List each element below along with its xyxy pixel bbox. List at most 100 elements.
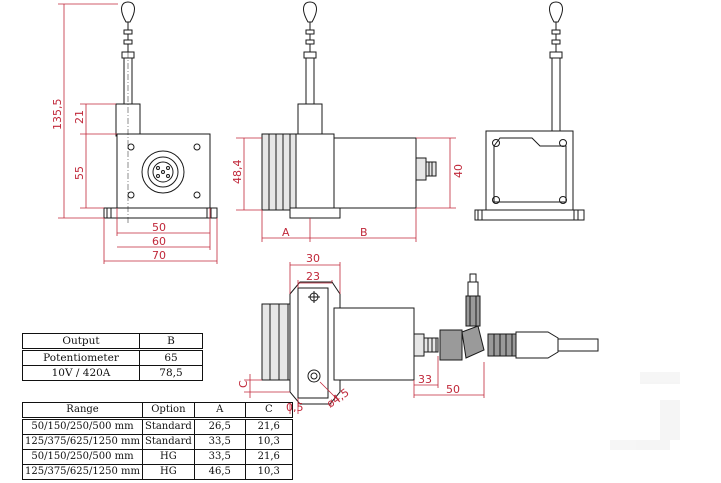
range-cell: 26,5 (193, 418, 246, 435)
bottom-body (333, 307, 415, 381)
dim-135-5: 135,5 (51, 99, 64, 131)
angled-connector-top (465, 295, 481, 327)
dim-50: 50 (152, 221, 166, 234)
range-cell: Standard (141, 434, 195, 450)
bottom-connector-nut (413, 333, 425, 357)
range-table-header: Range Option A C (22, 402, 293, 420)
back-screw (492, 196, 500, 204)
dim-23: 23 (306, 270, 320, 283)
table-row: 50/150/250/500 mm HG 33,5 21,6 (22, 449, 293, 465)
range-cell: 125/375/625/1250 mm (22, 464, 143, 480)
range-header-cell: Range (22, 402, 143, 420)
back-pull-ring (549, 1, 563, 23)
angled-connector-head (461, 325, 485, 359)
front-connector-mid (147, 156, 179, 188)
side-connector-nut (415, 157, 427, 181)
range-cell: 10,3 (244, 464, 293, 480)
output-table-header: Output B (22, 333, 203, 351)
dim-line-hole (319, 381, 341, 403)
front-view (103, 1, 218, 225)
front-connector-outer (141, 150, 185, 194)
range-header-cell: C (244, 402, 293, 420)
bottom-hole-inner (310, 372, 318, 380)
back-rod (551, 57, 561, 137)
front-base-slot (206, 207, 212, 219)
table-row: 125/375/625/1250 mm HG 46,5 10,3 (22, 464, 293, 480)
output-cell: 78,5 (139, 365, 203, 381)
bottom-mid-housing (297, 287, 329, 399)
dim-30: 30 (306, 252, 320, 265)
range-cell: 33,5 (193, 449, 246, 465)
output-table: Output B Potentiometer 65 10V / 420A 78,… (22, 333, 203, 381)
range-table: Range Option A C 50/150/250/500 mm Stand… (22, 402, 293, 480)
side-mid-housing (295, 133, 335, 211)
front-connector-pin (156, 174, 160, 178)
range-cell: HG (141, 449, 195, 465)
range-cell: 46,5 (193, 464, 246, 480)
back-view (474, 1, 585, 221)
table-row: 10V / 420A 78,5 (22, 365, 203, 381)
back-screw (492, 139, 500, 147)
side-drum (261, 133, 301, 211)
front-dimensions: 135,5 21 55 50 60 70 (51, 3, 218, 264)
side-rod-base (297, 103, 323, 135)
side-base-plate (289, 207, 341, 219)
dim-b: B (360, 226, 368, 239)
table-row: 50/150/250/500 mm Standard 26,5 21,6 (22, 418, 293, 435)
range-header-cell: Option (141, 402, 195, 420)
output-header-cell: B (139, 333, 203, 351)
front-connector-inner (152, 161, 174, 183)
front-base-slot (106, 207, 112, 219)
side-connector-thread (425, 161, 437, 177)
front-connector-pin (161, 170, 165, 174)
angled-connector-cap (467, 281, 479, 297)
range-cell: 21,6 (244, 418, 293, 435)
range-cell: 10,3 (244, 434, 293, 450)
back-base-plate (474, 209, 585, 221)
side-view (261, 1, 437, 219)
dim-21: 21 (73, 110, 86, 124)
back-body-inner (493, 137, 567, 203)
front-screw (193, 191, 201, 199)
table-row: Potentiometer 65 (22, 349, 203, 366)
angled-connector-body (439, 329, 463, 361)
front-pull-ring (121, 1, 135, 23)
range-cell: 33,5 (193, 434, 246, 450)
table-row: 125/375/625/1250 mm Standard 33,5 10,3 (22, 434, 293, 450)
range-cell: 125/375/625/1250 mm (22, 434, 143, 450)
range-cell: Standard (141, 418, 195, 435)
front-connector-pin (166, 174, 170, 178)
dim-40: 40 (452, 164, 465, 178)
side-dimensions: 48,4 40 A B (231, 137, 465, 242)
front-screw (193, 143, 201, 151)
front-base-plate (103, 207, 218, 219)
dim-48-4: 48,4 (231, 160, 244, 185)
range-cell: 21,6 (244, 449, 293, 465)
dim-50-bottom: 50 (446, 383, 460, 396)
front-wire-clip (123, 39, 133, 45)
back-screw (559, 139, 567, 147)
dim-70: 70 (152, 249, 166, 262)
output-cell: Potentiometer (22, 349, 140, 366)
output-cell: 65 (139, 349, 203, 366)
dim-a: A (282, 226, 290, 239)
straight-connector-body (515, 331, 559, 359)
front-screw (127, 143, 135, 151)
side-body (333, 137, 417, 209)
bottom-hole (307, 369, 321, 383)
range-cell: 50/150/250/500 mm (22, 418, 143, 435)
range-header-cell: A (193, 402, 246, 420)
dim-55: 55 (73, 166, 86, 180)
dim-33: 33 (418, 373, 432, 386)
range-cell: HG (141, 464, 195, 480)
dim-60: 60 (152, 235, 166, 248)
side-pull-ring (303, 1, 317, 23)
cable (557, 338, 599, 352)
bottom-view (261, 273, 599, 405)
front-wire-clip (123, 29, 133, 35)
output-cell: 10V / 420A (22, 365, 140, 381)
front-connector-pin (156, 166, 160, 170)
output-header-cell: Output (22, 333, 140, 351)
watermark-marks (610, 372, 680, 450)
